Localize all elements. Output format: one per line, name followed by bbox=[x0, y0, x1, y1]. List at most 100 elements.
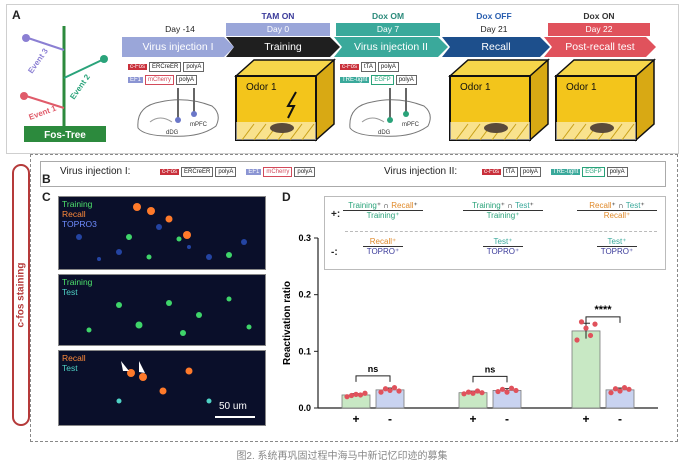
formula-minus-3: Test⁺ TOPRO⁺ bbox=[597, 237, 637, 256]
svg-text:dDG: dDG bbox=[166, 130, 179, 136]
tre-promoter-box: TRE-tight bbox=[340, 77, 370, 83]
point-0-1-1 bbox=[382, 386, 389, 392]
test-chamber-odor: Odor 1 bbox=[566, 82, 597, 93]
micrograph-recall-test: Recall Test 50 um bbox=[58, 350, 266, 426]
svg-text:mPFC: mPFC bbox=[402, 122, 420, 128]
b-ef1-box: EF1 bbox=[246, 169, 262, 175]
category-label-2-1: - bbox=[618, 412, 622, 426]
point-0-1-4 bbox=[396, 388, 402, 394]
point-1-1-1 bbox=[499, 386, 506, 392]
b-polya-box-2: polyA bbox=[294, 167, 316, 177]
point-2-1-4 bbox=[626, 386, 632, 392]
virus-injection-1-schematic: c-Fos ERCreER polyA EF1 mCherry polyA dD… bbox=[128, 62, 226, 142]
polya-box-3: polyA bbox=[377, 62, 399, 72]
virus-injection-2-schematic: c-Fos tTA polyA TRE-tight EGFP polyA dDG… bbox=[340, 62, 440, 142]
event2-dot bbox=[100, 55, 108, 63]
point-1-1-2 bbox=[504, 389, 510, 395]
ef1-promoter-box: EF1 bbox=[128, 77, 144, 83]
timeline-step-1-header: Day -14 bbox=[165, 24, 195, 34]
point-2-0-0 bbox=[574, 337, 580, 343]
test-chamber: Odor 1 bbox=[554, 58, 656, 142]
micro3-label-test: Test bbox=[62, 363, 78, 373]
b-egfp-box: EGFP bbox=[582, 167, 605, 177]
b-polya-box: polyA bbox=[215, 167, 237, 177]
point-1-1-3 bbox=[508, 385, 515, 391]
panel-b-box bbox=[40, 161, 666, 187]
formula-plus-3: Recall⁺ ∩ Test⁺ Recall⁺ bbox=[577, 201, 657, 220]
point-0-1-3 bbox=[391, 385, 398, 391]
category-label-0-1: - bbox=[388, 412, 392, 426]
timeline-step-virus-injection-1: Virus injection I bbox=[122, 37, 234, 57]
sig-bracket-1 bbox=[472, 375, 508, 383]
formula-plus-2: Training⁺ ∩ Test⁺ Training⁺ bbox=[463, 201, 543, 220]
sig-bracket-0 bbox=[355, 375, 391, 382]
panel-letter-c: C bbox=[42, 190, 51, 204]
scale-bar-label: 50 um bbox=[219, 401, 247, 412]
timeline-step-training: Training bbox=[226, 37, 340, 57]
cfos-staining-side-label: c-fos staining bbox=[12, 164, 30, 426]
micro1-label-recall: Recall bbox=[62, 209, 86, 219]
category-label-1-0: + bbox=[469, 412, 476, 426]
training-chamber-odor: Odor 1 bbox=[246, 82, 277, 93]
point-1-0-0 bbox=[461, 391, 467, 397]
virus-injection-1-title: Virus injection I: bbox=[60, 166, 131, 177]
y-tick-label-1: 0.1 bbox=[298, 346, 311, 356]
reactivation-formula-legend: +: -: Training⁺ ∩ Recall⁺ Training⁺ Trai… bbox=[324, 196, 666, 270]
timeline-step-recall: Recall bbox=[442, 37, 550, 57]
b-tta-box: tTA bbox=[503, 167, 518, 177]
point-0-0-4 bbox=[362, 390, 368, 396]
plus-marker: +: bbox=[331, 209, 341, 220]
point-1-0-4 bbox=[479, 390, 485, 396]
fos-tree-branch-2 bbox=[63, 59, 103, 79]
minus-marker: -: bbox=[331, 247, 338, 258]
cfos-promoter-box: c-Fos bbox=[128, 64, 147, 70]
point-2-1-0 bbox=[608, 390, 614, 396]
fos-tree-branch-1 bbox=[25, 95, 65, 109]
polya-box: polyA bbox=[183, 62, 205, 72]
sig-label-0: ns bbox=[368, 364, 379, 374]
panel-letter-b: B bbox=[42, 172, 51, 186]
micrograph-training-test: Training Test bbox=[58, 274, 266, 346]
virus-injection-2-constructs: c-Fos tTA polyA TRE-tight EGFP polyA bbox=[482, 167, 628, 177]
category-label-1-1: - bbox=[505, 412, 509, 426]
point-2-0-4 bbox=[592, 321, 598, 327]
point-0-0-0 bbox=[344, 394, 350, 400]
recall-chamber-odor: Odor 1 bbox=[460, 82, 491, 93]
cfos-staining-text: c-fos staining bbox=[15, 262, 27, 328]
timeline-step-post-recall-test: Post-recall test bbox=[544, 37, 656, 57]
svg-text:mPFC: mPFC bbox=[190, 122, 208, 128]
recall-chamber: Odor 1 bbox=[448, 58, 550, 142]
svg-text:dDG: dDG bbox=[378, 130, 391, 136]
point-2-0-3 bbox=[587, 332, 594, 339]
mcherry-box: mCherry bbox=[145, 75, 175, 85]
event1-dot bbox=[20, 92, 28, 100]
timeline-step-3-header: Dox OM Day 7 bbox=[336, 10, 440, 36]
b-tre-box: TRE-tight bbox=[550, 169, 581, 175]
y-axis-label: Reactivation ratio bbox=[282, 281, 293, 365]
y-tick-label-2: 0.2 bbox=[298, 290, 311, 300]
virus-injection-2-title: Virus injection II: bbox=[384, 166, 458, 177]
fos-tree-label-bg bbox=[24, 126, 106, 142]
point-2-1-3 bbox=[621, 385, 628, 391]
micro3-label-recall: Recall bbox=[62, 353, 86, 363]
formula-plus-1: Training⁺ ∩ Recall⁺ Training⁺ bbox=[343, 201, 423, 220]
sig-label-2: **** bbox=[594, 304, 612, 316]
event3-dot bbox=[22, 34, 30, 42]
sig-label-1: ns bbox=[485, 364, 496, 374]
ercreer-box: ERCreER bbox=[149, 62, 182, 72]
sig-bracket-2 bbox=[585, 316, 621, 323]
figure-caption: 图2. 系统再巩固过程中海马中新记忆印迹的募集 bbox=[236, 451, 448, 462]
y-tick-label-3: 0.3 bbox=[298, 233, 311, 243]
cfos-promoter-box-2: c-Fos bbox=[340, 64, 359, 70]
b-mcherry-box: mCherry bbox=[263, 167, 293, 177]
lower-panels-frame bbox=[30, 154, 678, 442]
point-2-1-1 bbox=[612, 386, 619, 392]
category-label-0-0: + bbox=[352, 412, 359, 426]
micro1-label-training: Training bbox=[62, 199, 93, 209]
formula-minus-1: Recall⁺ TOPRO⁺ bbox=[363, 237, 403, 256]
formula-minus-2: Test⁺ TOPRO⁺ bbox=[483, 237, 523, 256]
polya-box-2: polyA bbox=[176, 75, 198, 85]
y-tick-label-0: 0.0 bbox=[298, 403, 311, 413]
reactivation-bar-chart: Reactivation ratio 0.00.10.20.3+-ns+-ns+… bbox=[282, 233, 658, 426]
tta-box: tTA bbox=[361, 62, 376, 72]
